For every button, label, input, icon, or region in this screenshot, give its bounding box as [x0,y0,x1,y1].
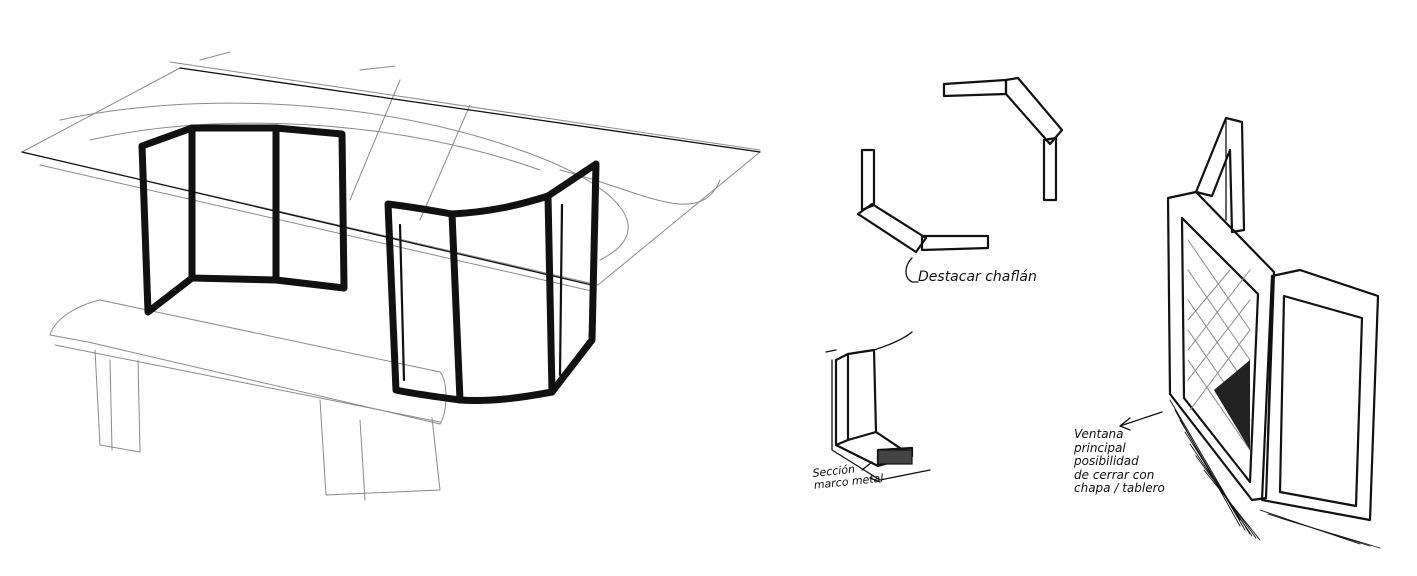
chamfer-arrow [905,257,919,283]
window-annotation-line2: principal [1074,440,1126,455]
window-annotation-line1: Ventana [1074,427,1124,441]
window-annotation-line3: posibilidad [1074,454,1139,468]
window-annotation-line4: de cerrar con [1074,467,1155,482]
window-annotation: Ventana principal posibilidad de cerrar … [1074,427,1165,496]
table-ink-back-line [179,67,761,153]
window-annotation-line5: chapa / tablero [1074,481,1165,495]
window-arrow-head [1119,417,1131,431]
plan-detail-top [942,76,1064,202]
pencil-bench [49,299,447,501]
main-window-perspective [1166,116,1381,549]
table-ink-line [21,151,597,287]
plan-detail-bottom [856,148,990,254]
chamfer-annotation: Destacar chaflán [918,269,1037,285]
folding-window-frame [138,124,348,316]
section-detail [825,331,931,483]
curved-window-frame [384,160,600,405]
window-arrow [1119,411,1163,427]
section-hatch [877,449,913,465]
